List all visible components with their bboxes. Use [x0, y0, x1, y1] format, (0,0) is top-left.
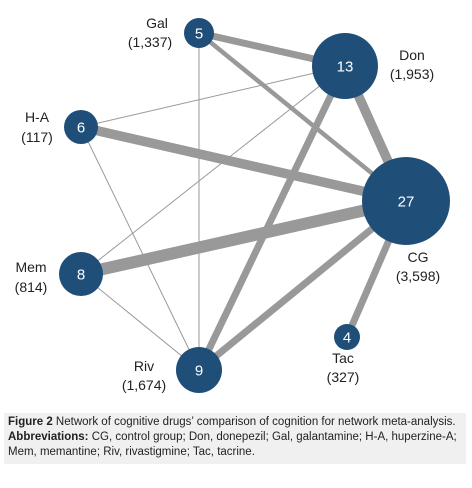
- figure-title-line: Figure 2 Network of cognitive drugs’ com…: [8, 415, 462, 430]
- node-ha-circle: [64, 110, 98, 144]
- figure-title: Network of cognitive drugs’ comparison o…: [52, 416, 456, 428]
- node-don-circle: [312, 33, 378, 99]
- edge-mem-cg: [79, 195, 408, 280]
- node-tac-count: 4: [343, 330, 351, 347]
- node-gal: 5 Gal (1,337): [128, 15, 214, 50]
- node-cg-circle: [362, 157, 450, 245]
- node-mem: 8 Mem (814): [15, 252, 103, 296]
- node-cg-count: 27: [398, 194, 415, 211]
- edge-don-ha: [80, 65, 346, 128]
- node-cg-name: CG: [408, 249, 429, 265]
- node-don-sample: (1,953): [390, 66, 434, 82]
- node-tac-name: Tac: [332, 350, 354, 366]
- edge-riv-cg: [196, 198, 409, 373]
- node-ha: 6 H-A (117): [21, 109, 98, 145]
- node-gal-name: Gal: [146, 15, 168, 31]
- edge-don-mem: [80, 65, 346, 275]
- node-mem-sample: (814): [15, 279, 48, 295]
- edge-mem-riv: [80, 273, 200, 371]
- edge-ha-riv: [80, 126, 200, 371]
- node-riv-sample: (1,674): [122, 377, 166, 393]
- node-riv-count: 9: [195, 363, 203, 380]
- figure-caption: Figure 2 Network of cognitive drugs’ com…: [4, 413, 466, 464]
- node-don-count: 13: [337, 59, 354, 76]
- node-don: 13 Don (1,953): [312, 33, 434, 99]
- node-gal-sample: (1,337): [128, 34, 172, 50]
- figure-label: Figure 2: [8, 416, 53, 428]
- node-ha-count: 6: [77, 120, 85, 137]
- node-gal-count: 5: [195, 26, 203, 43]
- abbreviations-text: CG, control group; Don, donepezil; Gal, …: [8, 431, 457, 458]
- edge-don-riv: [195, 64, 349, 372]
- node-mem-name: Mem: [15, 259, 46, 275]
- abbreviations-label: Abbreviations:: [8, 431, 89, 443]
- edge-gal-cg: [197, 31, 408, 203]
- node-mem-count: 8: [77, 267, 85, 284]
- node-tac-circle: [334, 324, 360, 350]
- abbreviations-line: Abbreviations: CG, control group; Don, d…: [8, 430, 462, 460]
- edge-ha-cg: [79, 122, 408, 206]
- node-riv-name: Riv: [134, 358, 154, 374]
- node-don-name: Don: [399, 47, 425, 63]
- node-tac-sample: (327): [327, 369, 360, 385]
- node-gal-circle: [184, 18, 214, 48]
- node-mem-circle: [59, 252, 103, 296]
- node-cg-sample: (3,598): [396, 268, 440, 284]
- node-riv-circle: [176, 347, 222, 393]
- node-ha-name: H-A: [25, 109, 50, 125]
- node-riv: 9 Riv (1,674): [122, 347, 222, 393]
- node-ha-sample: (117): [21, 129, 53, 145]
